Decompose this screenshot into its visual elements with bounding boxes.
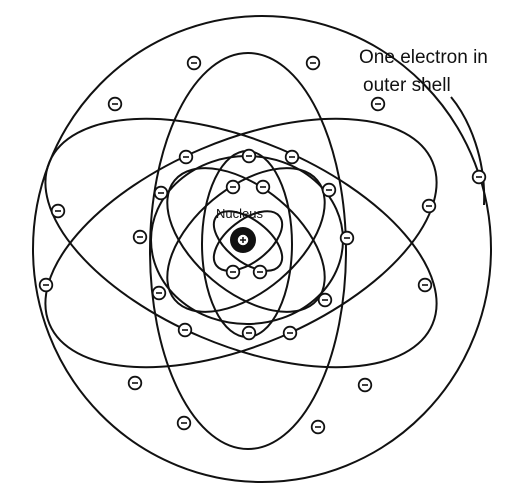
electron bbox=[372, 98, 385, 111]
electron bbox=[243, 150, 256, 163]
electron bbox=[341, 232, 354, 245]
electron bbox=[109, 98, 122, 111]
electron bbox=[155, 187, 168, 200]
nucleus-label: Nucleus bbox=[216, 206, 263, 221]
electron bbox=[284, 327, 297, 340]
electron bbox=[40, 279, 53, 292]
callout: One electron in outer shell bbox=[359, 47, 488, 205]
callout-pointer-line bbox=[451, 97, 484, 205]
callout-text-line2: outer shell bbox=[363, 75, 451, 96]
electron bbox=[286, 151, 299, 164]
electron bbox=[188, 57, 201, 70]
electron bbox=[359, 379, 372, 392]
electron bbox=[179, 324, 192, 337]
electron bbox=[312, 421, 325, 434]
electron bbox=[180, 151, 193, 164]
electron bbox=[323, 184, 336, 197]
electrons bbox=[40, 57, 486, 434]
electron bbox=[257, 181, 270, 194]
electron bbox=[134, 231, 147, 244]
electron bbox=[178, 417, 191, 430]
electron bbox=[243, 327, 256, 340]
electron bbox=[473, 171, 486, 184]
electron bbox=[319, 294, 332, 307]
electron bbox=[153, 287, 166, 300]
electron bbox=[227, 266, 240, 279]
electron bbox=[307, 57, 320, 70]
electron bbox=[52, 205, 65, 218]
callout-text-line1: One electron in bbox=[359, 47, 488, 68]
electron bbox=[254, 266, 267, 279]
electron bbox=[419, 279, 432, 292]
electron bbox=[129, 377, 142, 390]
electron bbox=[423, 200, 436, 213]
electron bbox=[227, 181, 240, 194]
